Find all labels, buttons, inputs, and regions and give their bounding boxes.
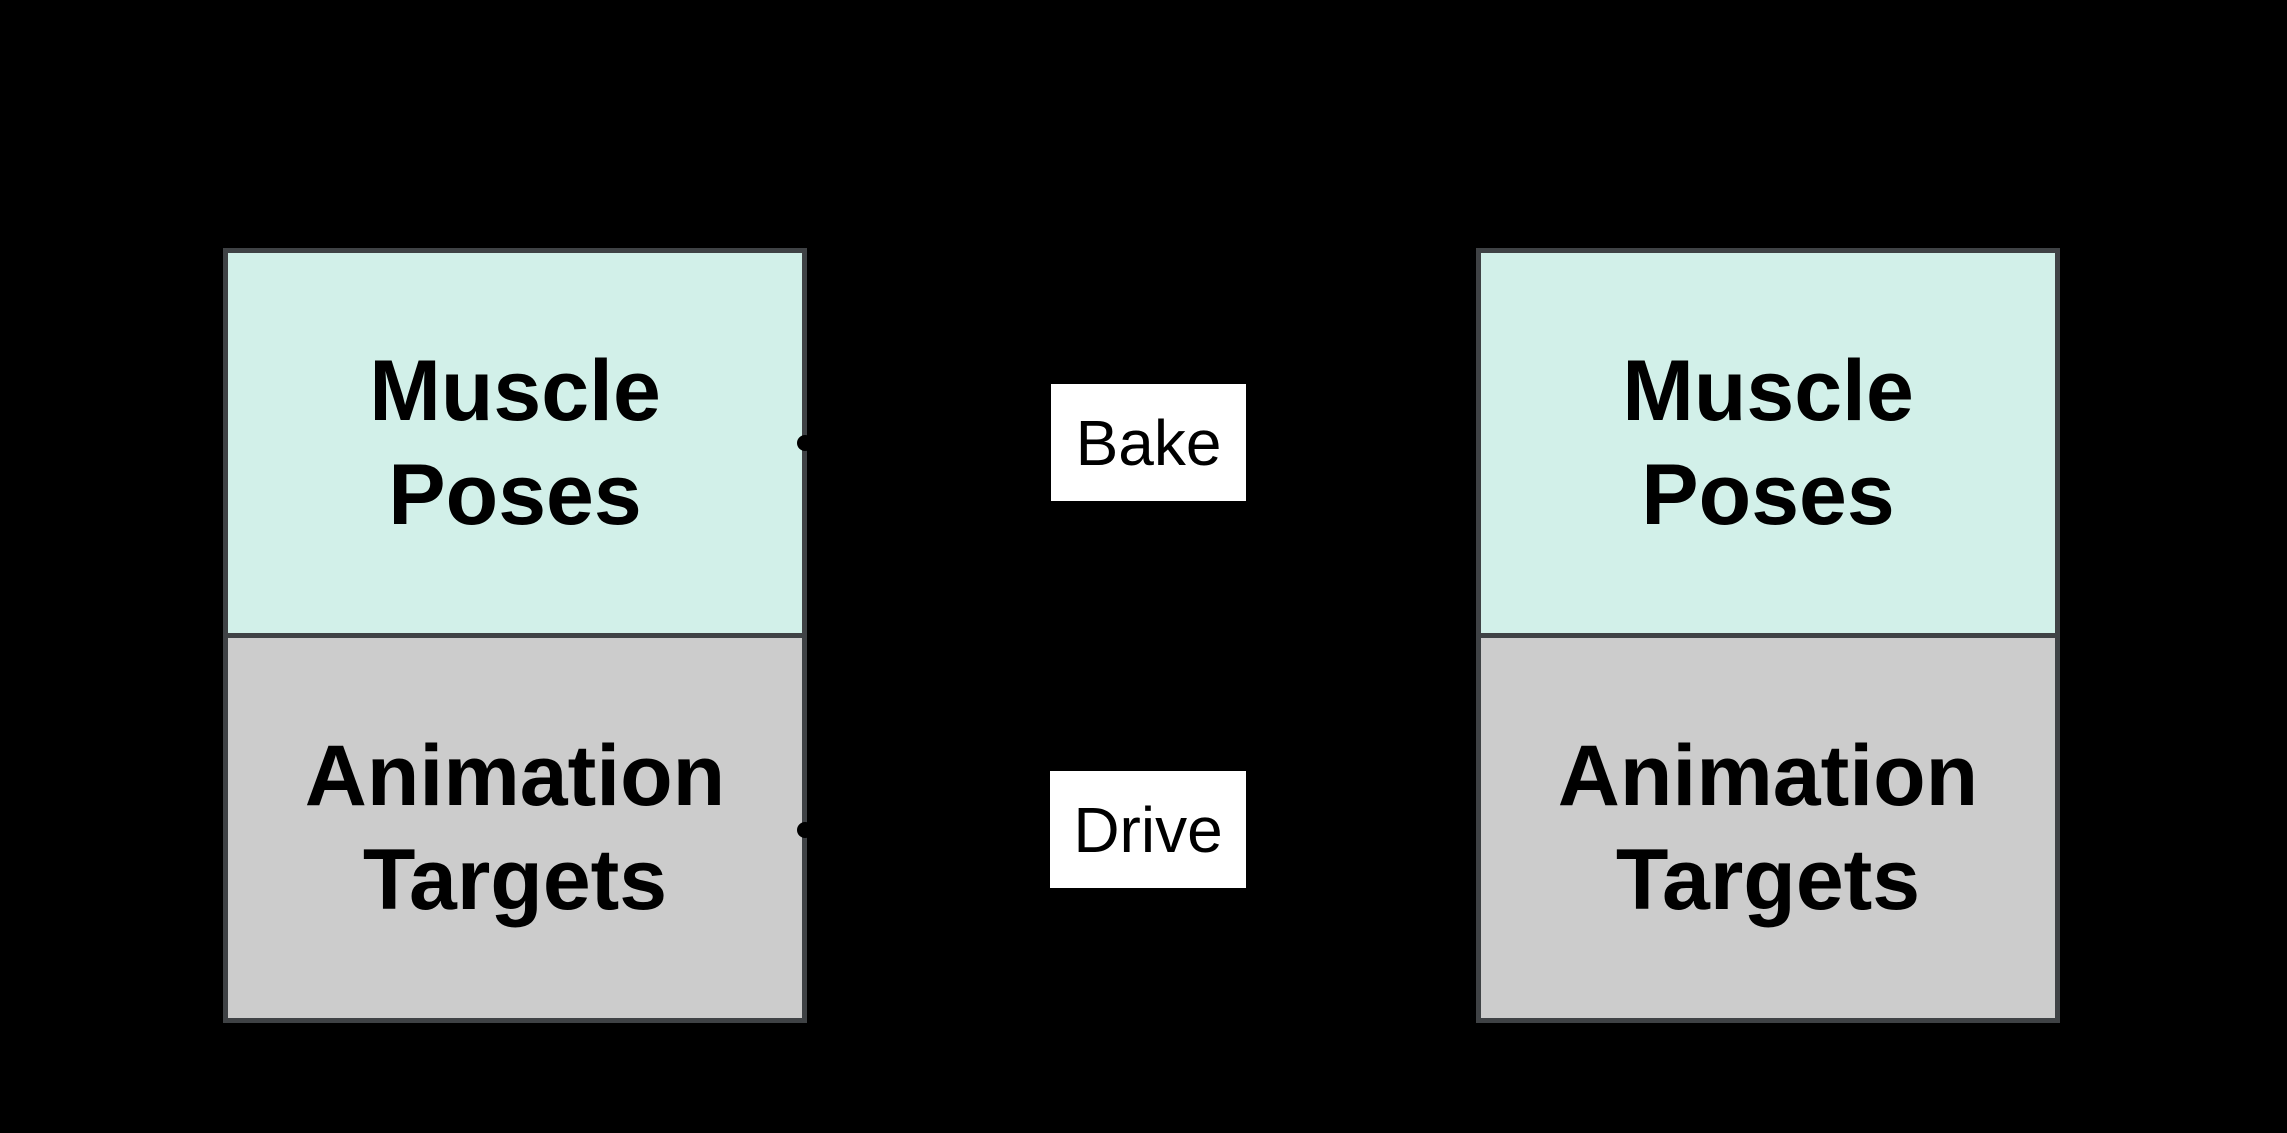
- bake-connector-endpoint-dot: [797, 435, 813, 451]
- left-muscle-poses-label: Muscle Poses: [369, 343, 661, 543]
- left-animation-targets-section: Animation Targets: [228, 633, 802, 1018]
- right-muscle-poses-section: Muscle Poses: [1481, 253, 2055, 633]
- left-muscle-poses-section: Muscle Poses: [228, 253, 802, 633]
- right-muscle-poses-label: Muscle Poses: [1622, 343, 1914, 543]
- drive-connector-endpoint-dot: [797, 822, 813, 838]
- right-animation-targets-label: Animation Targets: [1557, 728, 1979, 928]
- bake-edge-label-text: Bake: [1075, 406, 1222, 479]
- drive-edge-label-text: Drive: [1073, 793, 1223, 866]
- bake-edge-label: Bake: [1051, 384, 1246, 501]
- drive-edge-label: Drive: [1050, 771, 1246, 888]
- right-animation-targets-section: Animation Targets: [1481, 633, 2055, 1018]
- left-stack-box: Muscle Poses Animation Targets: [223, 248, 807, 1023]
- left-animation-targets-label: Animation Targets: [304, 728, 726, 928]
- right-stack-box: Muscle Poses Animation Targets: [1476, 248, 2060, 1023]
